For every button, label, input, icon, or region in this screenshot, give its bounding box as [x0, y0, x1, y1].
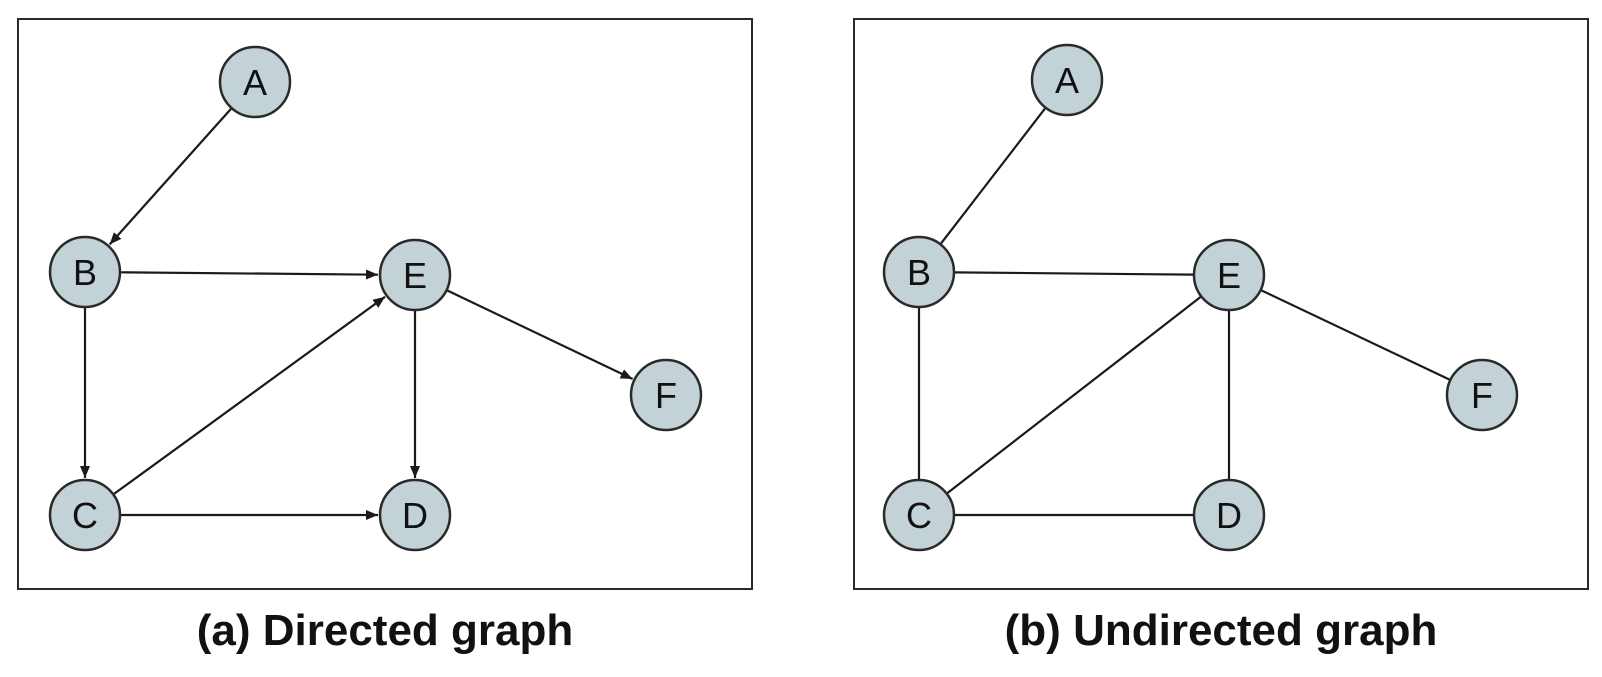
node-d: D: [378, 478, 452, 552]
node-circle: [1192, 238, 1266, 312]
node-circle: [1445, 358, 1519, 432]
node-b: B: [48, 235, 122, 309]
directed-graph-canvas: A B C D E F: [48, 45, 703, 552]
node-label: B: [73, 252, 97, 293]
node-circle: [48, 478, 122, 552]
node-circle: [378, 238, 452, 312]
node-label: E: [403, 255, 427, 296]
edge-a-b: [108, 107, 233, 246]
node-f: F: [629, 358, 703, 432]
node-a: A: [218, 45, 292, 119]
node-label: D: [1216, 495, 1242, 536]
edge-b-e: [953, 271, 1195, 276]
node-circle: [1030, 43, 1104, 117]
node-circle: [882, 235, 956, 309]
edge-a-b: [939, 107, 1047, 245]
node-label: A: [243, 62, 267, 103]
node-label: B: [907, 252, 931, 293]
directed-graph-caption: (a) Directed graph: [196, 606, 574, 655]
node-label: C: [72, 495, 98, 536]
node-label: C: [906, 495, 932, 536]
node-c: C: [48, 478, 122, 552]
node-label: A: [1055, 60, 1079, 101]
undirected-graph-canvas: A B C D E F: [882, 43, 1519, 552]
undirected-graph-caption: (b) Undirected graph: [1004, 606, 1438, 655]
node-a: A: [1030, 43, 1104, 117]
node-d: D: [1192, 478, 1266, 552]
node-b: B: [882, 235, 956, 309]
node-label: D: [402, 495, 428, 536]
node-circle: [378, 478, 452, 552]
node-circle: [48, 235, 122, 309]
node-circle: [1192, 478, 1266, 552]
node-e: E: [378, 238, 452, 312]
node-label: F: [1471, 375, 1493, 416]
node-circle: [882, 478, 956, 552]
node-label: E: [1217, 255, 1241, 296]
node-label: F: [655, 375, 677, 416]
edge-b-e: [119, 269, 379, 280]
undirected-graph-panel: A B C D E F: [853, 18, 1589, 590]
edge-c-e: [112, 295, 386, 496]
edge-c-e: [946, 295, 1202, 495]
edge-e-f: [1260, 289, 1451, 381]
node-c: C: [882, 478, 956, 552]
edge-e-f: [446, 289, 634, 381]
node-f: F: [1445, 358, 1519, 432]
node-e: E: [1192, 238, 1266, 312]
directed-graph-panel: A B C D E F: [17, 18, 753, 590]
node-circle: [218, 45, 292, 119]
node-circle: [629, 358, 703, 432]
